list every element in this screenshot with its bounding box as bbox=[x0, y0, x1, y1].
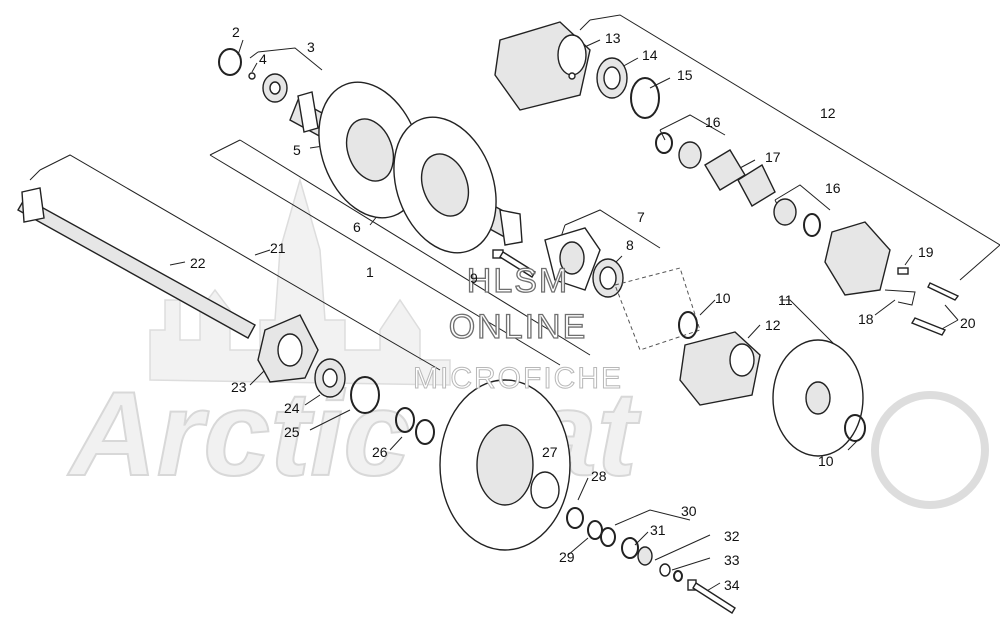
part-2-snap-ring bbox=[218, 48, 242, 76]
part-7-bearing-flange bbox=[544, 227, 601, 291]
callout-22: 22 bbox=[190, 255, 206, 271]
part-25-o-ring bbox=[350, 376, 380, 414]
part-12-caliper bbox=[824, 221, 891, 296]
watermark-line-2: ONLINE bbox=[449, 308, 588, 346]
callout-10-upper: 10 bbox=[715, 290, 731, 306]
callout-1: 1 bbox=[366, 264, 374, 280]
callout-10-lower: 10 bbox=[818, 453, 834, 469]
watermark-line-3: MICROFICHE bbox=[413, 362, 623, 395]
part-17-brake-pads bbox=[704, 149, 776, 207]
part-16-spacer-upper bbox=[655, 132, 702, 169]
callout-12-lower: 12 bbox=[765, 317, 781, 333]
part-27-driven-clutch bbox=[439, 379, 571, 551]
watermark-text: HLSM ONLINE MICROFICHE bbox=[413, 261, 623, 395]
callout-18: 18 bbox=[858, 311, 874, 327]
part-14-bearing bbox=[596, 57, 628, 99]
callout-26: 26 bbox=[372, 444, 388, 460]
part-29-washers bbox=[587, 520, 616, 547]
callout-16-lower: 16 bbox=[825, 180, 841, 196]
part-15-o-ring bbox=[630, 77, 660, 119]
callout-27: 27 bbox=[542, 444, 558, 460]
callout-14: 14 bbox=[642, 47, 658, 63]
part-13-bolt bbox=[568, 72, 576, 80]
part-19-bleeder bbox=[897, 267, 909, 275]
callout-34: 34 bbox=[724, 577, 740, 593]
callout-28: 28 bbox=[591, 468, 607, 484]
part-20-bolts bbox=[910, 282, 960, 336]
part-11-pulley-disc bbox=[772, 339, 864, 457]
part-3-bearing bbox=[262, 73, 288, 103]
callout-32: 32 bbox=[724, 528, 740, 544]
part-9-bolt bbox=[492, 249, 536, 278]
watermark-line-1: HLSM bbox=[467, 262, 569, 300]
callout-25: 25 bbox=[284, 424, 300, 440]
callout-30: 30 bbox=[681, 503, 697, 519]
callout-23: 23 bbox=[231, 379, 247, 395]
part-23-bearing-flange bbox=[257, 314, 319, 383]
callout-12-upper: 12 bbox=[820, 105, 836, 121]
watermark-wheel bbox=[871, 391, 989, 509]
part-10-snap-ring-lower bbox=[844, 414, 866, 442]
callout-5: 5 bbox=[293, 142, 301, 158]
part-28-ring bbox=[566, 507, 584, 529]
callout-6: 6 bbox=[353, 219, 361, 235]
gasket-plate-outline bbox=[614, 267, 701, 351]
part-18-spring-clip bbox=[884, 289, 916, 306]
callout-9: 9 bbox=[470, 270, 478, 286]
watermark-skyline bbox=[149, 177, 451, 386]
part-10-snap-ring-upper bbox=[678, 311, 698, 339]
part-6-sprocket-2 bbox=[393, 116, 497, 254]
callout-29: 29 bbox=[559, 549, 575, 565]
part-4-ball bbox=[248, 72, 256, 80]
part-22-jackshaft bbox=[17, 187, 256, 339]
part-12-bearing-housing-lower bbox=[679, 331, 761, 406]
callout-2: 2 bbox=[232, 24, 240, 40]
part-32-washer bbox=[659, 563, 671, 577]
callout-8: 8 bbox=[626, 237, 634, 253]
part-33-lock-washer bbox=[673, 570, 683, 582]
part-8-seal bbox=[592, 258, 624, 298]
callout-labels: 2 3 4 5 6 1 7 8 9 10 10 11 12 12 13 14 1… bbox=[190, 24, 976, 593]
callout-7: 7 bbox=[637, 209, 645, 225]
callout-13: 13 bbox=[605, 30, 621, 46]
callout-20: 20 bbox=[960, 315, 976, 331]
callout-31: 31 bbox=[650, 522, 666, 538]
part-34-bolt bbox=[687, 579, 736, 614]
callout-21: 21 bbox=[270, 240, 286, 256]
callout-24: 24 bbox=[284, 400, 300, 416]
callout-17: 17 bbox=[765, 149, 781, 165]
part-31-spacer bbox=[621, 537, 653, 566]
callout-33: 33 bbox=[724, 552, 740, 568]
part-12-bearing-housing-upper bbox=[494, 21, 591, 111]
callout-19: 19 bbox=[918, 244, 934, 260]
callout-16-upper: 16 bbox=[705, 114, 721, 130]
part-24-bearing bbox=[314, 358, 346, 398]
callout-15: 15 bbox=[677, 67, 693, 83]
callout-4: 4 bbox=[259, 51, 267, 67]
part-26-washers bbox=[395, 407, 435, 445]
callout-3: 3 bbox=[307, 39, 315, 55]
part-16-spacer-lower bbox=[773, 198, 821, 237]
callout-11: 11 bbox=[778, 292, 793, 308]
